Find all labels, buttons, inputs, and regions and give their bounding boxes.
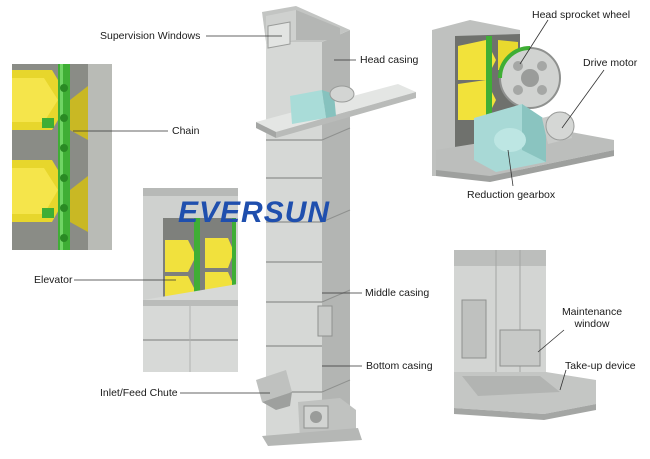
main-elevator-column <box>256 6 416 446</box>
label-head-sprocket-wheel: Head sprocket wheel <box>532 9 631 21</box>
boot-detail <box>454 250 596 420</box>
label-elevator: Elevator <box>34 274 73 286</box>
label-maintenance-window: Maintenance window <box>561 306 623 330</box>
label-head-casing: Head casing <box>360 54 419 66</box>
elevator-cutaway <box>143 188 238 372</box>
leader-lines <box>73 19 605 394</box>
label-inlet-feed-chute: Inlet/Feed Chute <box>100 387 178 399</box>
head-detail <box>432 20 614 182</box>
label-bottom-casing: Bottom casing <box>366 360 433 372</box>
label-middle-casing: Middle casing <box>365 287 430 299</box>
label-chain: Chain <box>172 125 200 137</box>
chain-detail-inset <box>12 64 112 250</box>
label-supervision-windows: Supervision Windows <box>100 30 201 42</box>
label-reduction-gearbox: Reduction gearbox <box>467 189 556 201</box>
label-take-up-device: Take-up device <box>565 360 636 372</box>
eversun-logo: EVERSUN <box>178 196 331 229</box>
label-drive-motor: Drive motor <box>583 57 638 69</box>
